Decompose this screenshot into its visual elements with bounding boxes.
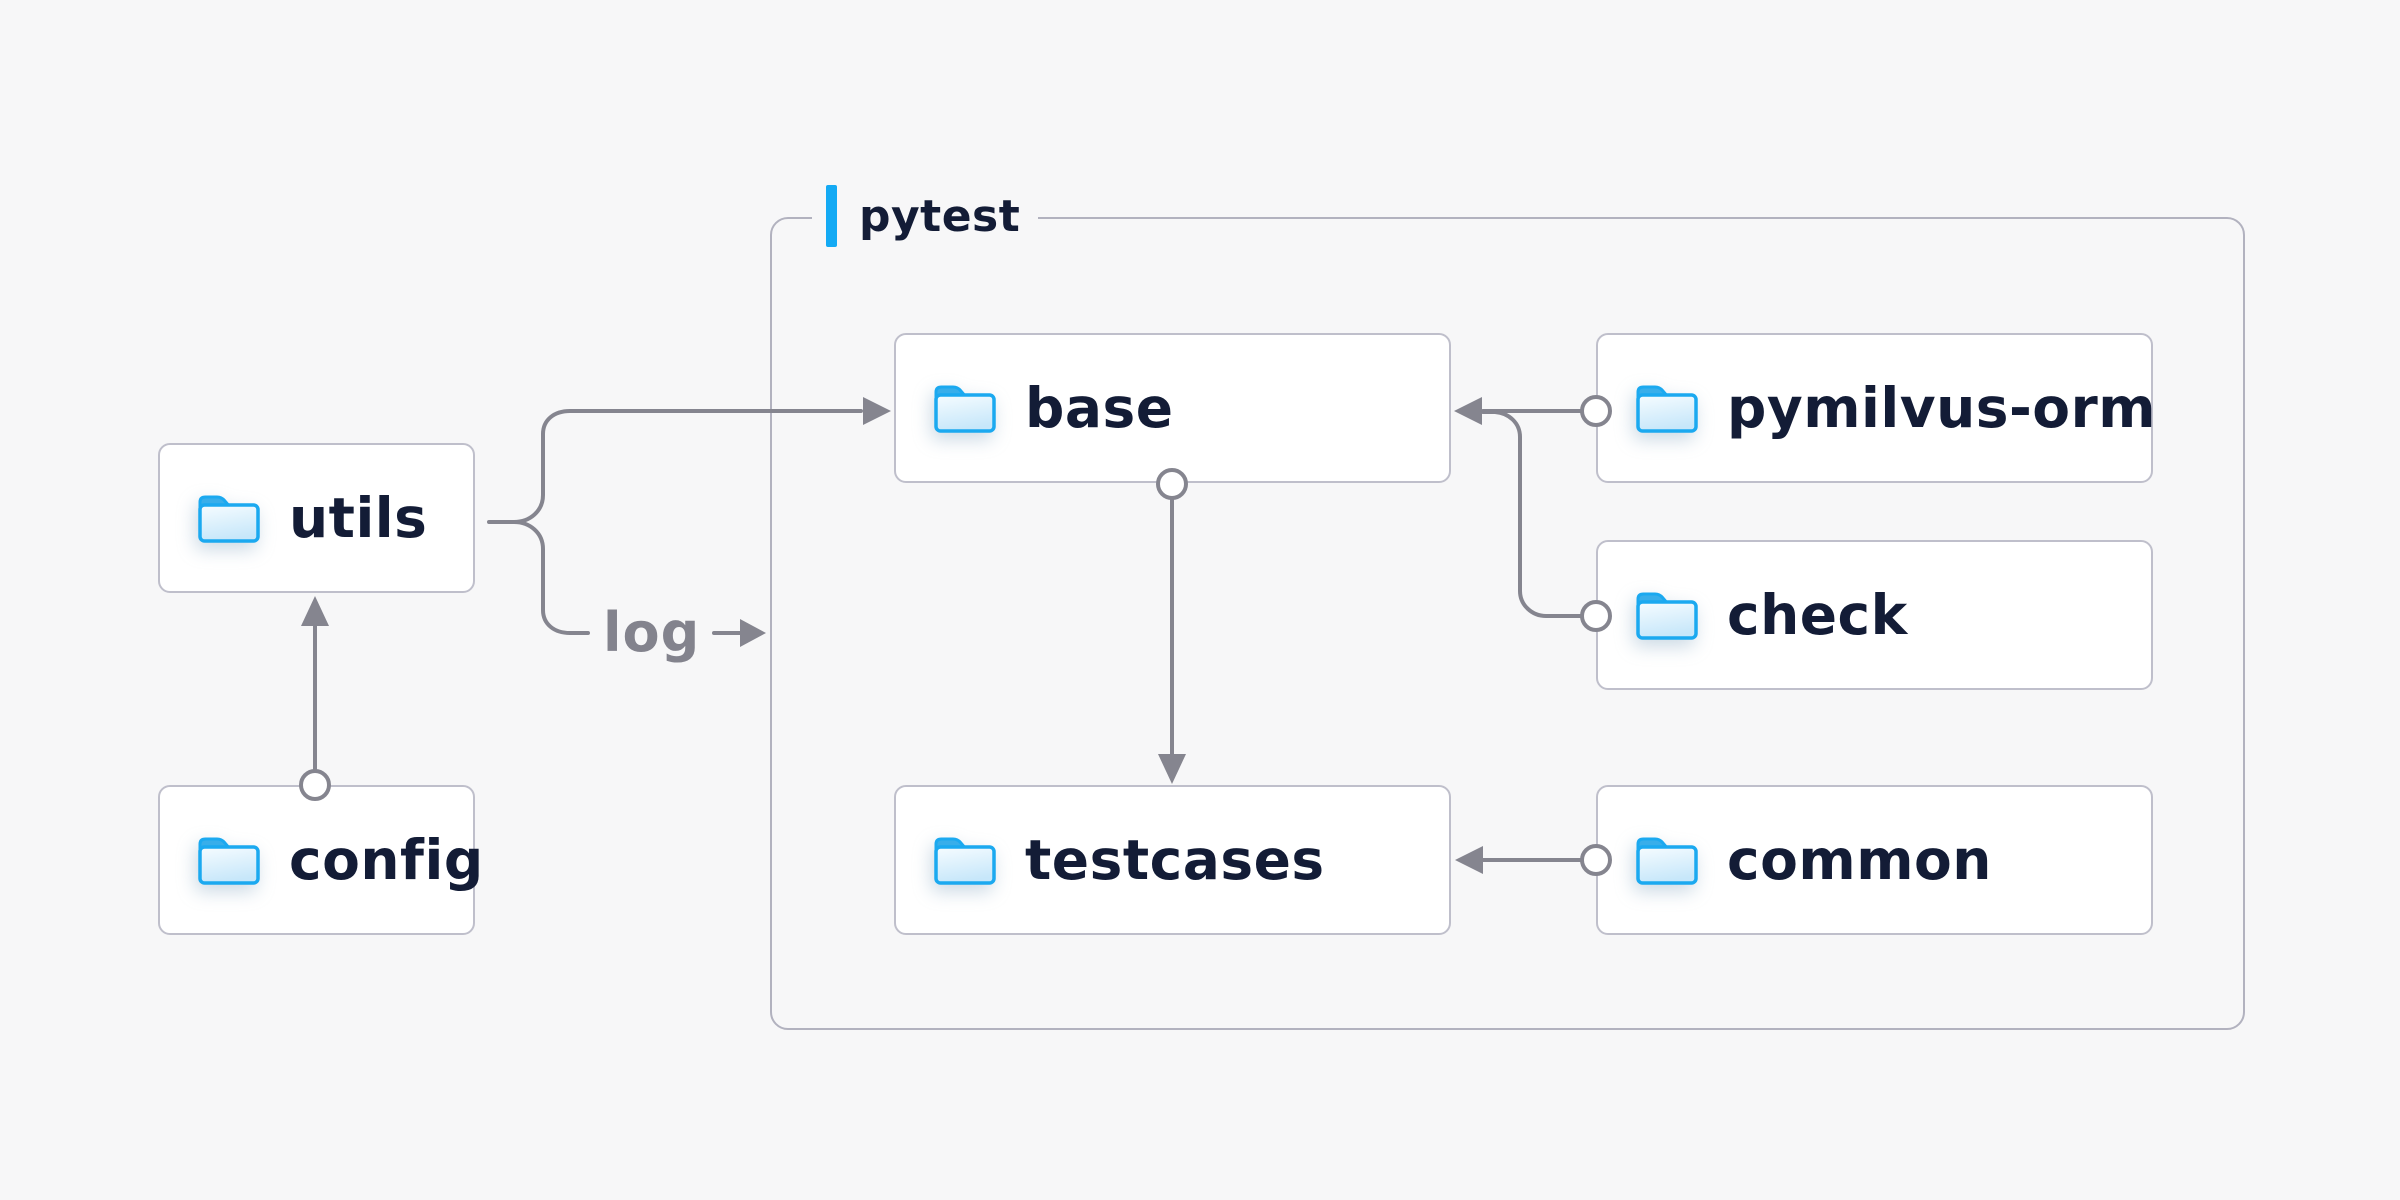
node-label: pymilvus-orm bbox=[1727, 376, 2157, 440]
arrowhead bbox=[301, 596, 329, 626]
node-label: config bbox=[289, 828, 484, 892]
folder-icon bbox=[934, 837, 996, 885]
node-utils: utils bbox=[158, 443, 475, 593]
folder-icon bbox=[198, 495, 260, 543]
arrowhead bbox=[740, 619, 766, 647]
node-common: common bbox=[1596, 785, 2153, 935]
edge-config-utils bbox=[299, 596, 331, 801]
node-label: base bbox=[1025, 376, 1174, 440]
node-label: utils bbox=[289, 486, 428, 550]
folder-icon bbox=[1636, 837, 1698, 885]
accent-bar bbox=[826, 185, 837, 247]
folder-icon bbox=[1636, 385, 1698, 433]
pytest-group-label-chip: pytest bbox=[812, 183, 1039, 249]
edge-label-log: log bbox=[603, 601, 701, 664]
pytest-group-container bbox=[770, 217, 2245, 1030]
node-base: base bbox=[894, 333, 1451, 483]
folder-icon bbox=[934, 385, 996, 433]
pytest-group-label: pytest bbox=[859, 190, 1021, 242]
node-label: testcases bbox=[1025, 828, 1325, 892]
node-config: config bbox=[158, 785, 483, 935]
folder-icon bbox=[1636, 592, 1698, 640]
node-label: common bbox=[1727, 828, 1992, 892]
node-label: check bbox=[1727, 583, 1908, 647]
node-testcases: testcases bbox=[894, 785, 1451, 935]
node-pymilvus-orm: pymilvus-orm bbox=[1596, 333, 2157, 483]
folder-icon bbox=[198, 837, 260, 885]
node-check: check bbox=[1596, 540, 2153, 690]
